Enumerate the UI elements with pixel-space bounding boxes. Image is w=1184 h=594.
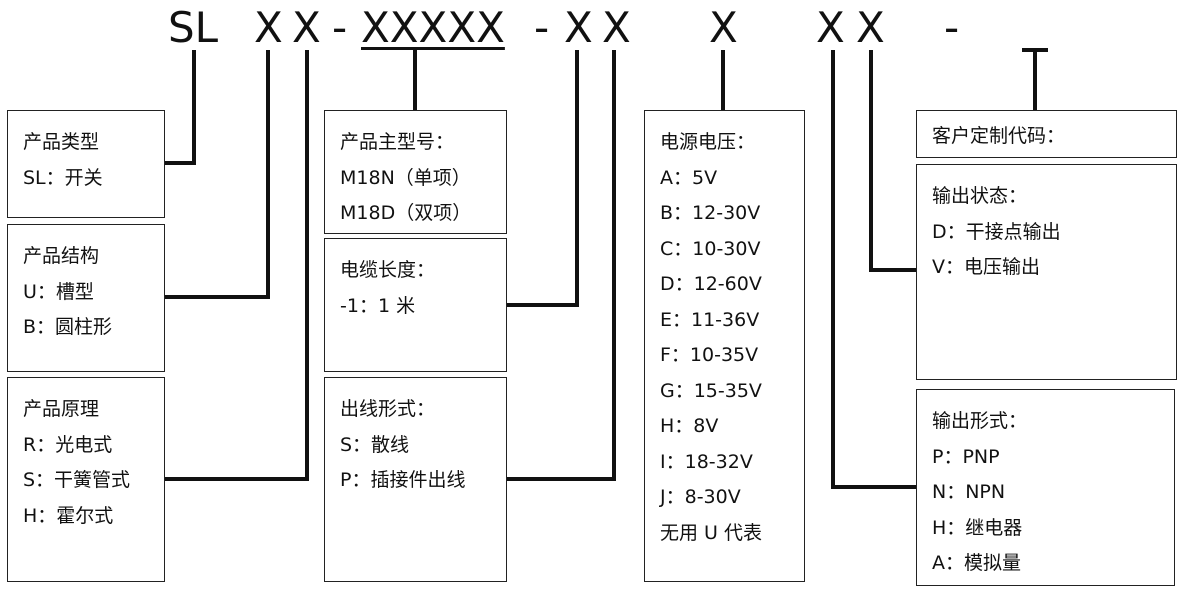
product-principle-line: S：干簧管式	[23, 469, 131, 491]
code-x-voltage: X	[709, 3, 738, 52]
code-x-cable: X	[564, 3, 593, 52]
box-output-state: 输出状态： D：干接点输出 V：电压输出	[916, 164, 1177, 380]
product-type-title: 产品类型	[23, 131, 100, 153]
outlet-form-line: S：散线	[340, 433, 410, 456]
connector-output-state	[869, 50, 916, 272]
main-model-line: M18N（单项）	[340, 166, 471, 189]
output-form-line: H：继电器	[932, 516, 1023, 539]
product-type-line: SL：开关	[23, 166, 103, 189]
code-sl: SL	[168, 3, 219, 52]
box-cable-length: 电缆长度： -1：1 米	[324, 238, 507, 372]
supply-voltage-line: J：8-30V	[660, 486, 741, 508]
supply-voltage-line: H：8V	[660, 415, 719, 437]
customer-code-title: 客户定制代码：	[932, 125, 1066, 147]
code-dash-1: -	[332, 3, 348, 52]
product-principle-line: H：霍尔式	[23, 504, 114, 527]
supply-voltage-line: C：10-30V	[660, 237, 761, 260]
code-xxxxx-main-model: XXXXX	[361, 3, 505, 52]
connector-product-structure	[164, 50, 270, 299]
box-main-model: 产品主型号： M18N（单项） M18D（双项）	[324, 110, 507, 234]
output-form-line: P：PNP	[932, 445, 1000, 468]
connector-outlet-form	[507, 50, 616, 481]
box-supply-voltage: 电源电压： A：5V B：12-30V C：10-30V D：12-60V E：…	[644, 110, 805, 582]
supply-voltage-line: A：5V	[660, 166, 718, 189]
code-dash-2: -	[534, 3, 550, 52]
product-structure-line: B：圆柱形	[23, 316, 113, 338]
box-output-form: 输出形式： P：PNP N：NPN H：继电器 A：模拟量	[916, 389, 1175, 586]
supply-voltage-line: I：18-32V	[660, 450, 753, 473]
code-x-principle: X	[292, 3, 321, 52]
supply-voltage-line: D：12-60V	[660, 273, 762, 295]
box-customer-code: 客户定制代码：	[916, 110, 1177, 158]
product-structure-title: 产品结构	[23, 245, 100, 267]
code-x-output-form: X	[816, 3, 845, 52]
box-product-type: 产品类型 SL：开关	[7, 110, 165, 218]
output-state-line: D：干接点输出	[932, 220, 1061, 243]
product-principle-line: R：光电式	[23, 433, 113, 456]
code-x-outlet: X	[602, 3, 631, 52]
product-principle-title: 产品原理	[23, 398, 100, 420]
box-outlet-form: 出线形式： S：散线 P：插接件出线	[324, 377, 507, 582]
product-structure-line: U：槽型	[23, 280, 94, 303]
code-dash-3: -	[944, 3, 960, 52]
connector-product-principle	[164, 50, 309, 481]
main-model-line: M18D（双项）	[340, 202, 472, 224]
cable-length-title: 电缆长度：	[340, 259, 436, 281]
supply-voltage-line: F：10-35V	[660, 344, 759, 366]
connector-cable-length	[507, 50, 579, 307]
output-state-line: V：电压输出	[932, 256, 1040, 278]
output-form-line: A：模拟量	[932, 552, 1021, 574]
output-form-line: N：NPN	[932, 481, 1006, 503]
code-x-structure: X	[254, 3, 283, 52]
box-product-structure: 产品结构 U：槽型 B：圆柱形	[7, 224, 165, 372]
supply-voltage-line: 无用 U 代表	[660, 521, 762, 544]
supply-voltage-line: G：15-35V	[660, 379, 762, 402]
box-product-principle: 产品原理 R：光电式 S：干簧管式 H：霍尔式	[7, 377, 165, 582]
output-form-title: 输出形式：	[932, 410, 1028, 432]
supply-voltage-title: 电源电压：	[660, 131, 756, 153]
connector-product-type	[164, 50, 196, 165]
main-model-title: 产品主型号：	[340, 131, 455, 153]
output-state-title: 输出状态：	[932, 185, 1028, 207]
supply-voltage-line: E：11-36V	[660, 308, 760, 331]
code-x-output-state: X	[856, 3, 885, 52]
supply-voltage-line: B：12-30V	[660, 202, 761, 224]
outlet-form-line: P：插接件出线	[340, 469, 466, 491]
outlet-form-title: 出线形式：	[340, 398, 436, 420]
cable-length-line: -1：1 米	[340, 294, 416, 317]
connector-output-form	[831, 50, 916, 489]
